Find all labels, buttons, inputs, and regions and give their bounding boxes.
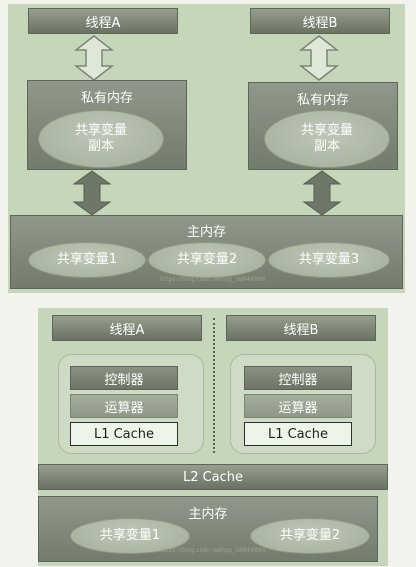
- copy-a-line2: 副本: [87, 139, 114, 154]
- thread-b-hollow-arrow: [298, 35, 340, 81]
- controller-b: 控制器: [244, 366, 352, 390]
- thread-b-header: 线程B: [250, 8, 390, 34]
- shared-var-2-top: 共享变量2: [148, 242, 266, 278]
- l2-cache: L2 Cache: [38, 464, 388, 490]
- private-memory-a-label: 私有内存: [80, 91, 133, 106]
- shared-var-copy-b: 共享变量 副本: [264, 110, 390, 168]
- thread-divider: [213, 318, 215, 453]
- alu-b: 运算器: [244, 394, 352, 418]
- main-memory-bottom-label: 主内存: [188, 507, 228, 522]
- private-memory-b-label: 私有内存: [296, 93, 349, 108]
- copy-a-line1: 共享变量: [74, 123, 127, 138]
- alu-a: 运算器: [70, 394, 178, 418]
- shared-var-3-top: 共享变量3: [268, 242, 390, 278]
- cpu-thread-b-header: 线程B: [226, 315, 376, 341]
- main-memory-top-label: 主内存: [186, 225, 226, 240]
- watermark-top: https://blog.csdn.net/qq_38844896: [160, 276, 266, 283]
- copy-b-line2: 副本: [313, 139, 340, 154]
- shared-var-1-bottom: 共享变量1: [70, 518, 190, 554]
- l1-cache-a: L1 Cache: [70, 422, 178, 446]
- thread-a-hollow-arrow: [73, 35, 115, 81]
- l1-cache-b: L1 Cache: [244, 422, 352, 446]
- thread-a-header: 线程A: [28, 8, 178, 34]
- shared-var-copy-a: 共享变量 副本: [38, 110, 164, 168]
- copy-b-line1: 共享变量: [300, 123, 353, 138]
- controller-a: 控制器: [70, 366, 178, 390]
- private-a-to-main-arrow: [72, 170, 112, 216]
- cpu-thread-a-header: 线程A: [52, 315, 202, 341]
- shared-var-1-top: 共享变量1: [28, 242, 146, 278]
- private-b-to-main-arrow: [302, 170, 342, 216]
- shared-var-2-bottom: 共享变量2: [250, 518, 370, 554]
- watermark-bottom: https://blog.csdn.net/qq_38844896: [160, 547, 266, 554]
